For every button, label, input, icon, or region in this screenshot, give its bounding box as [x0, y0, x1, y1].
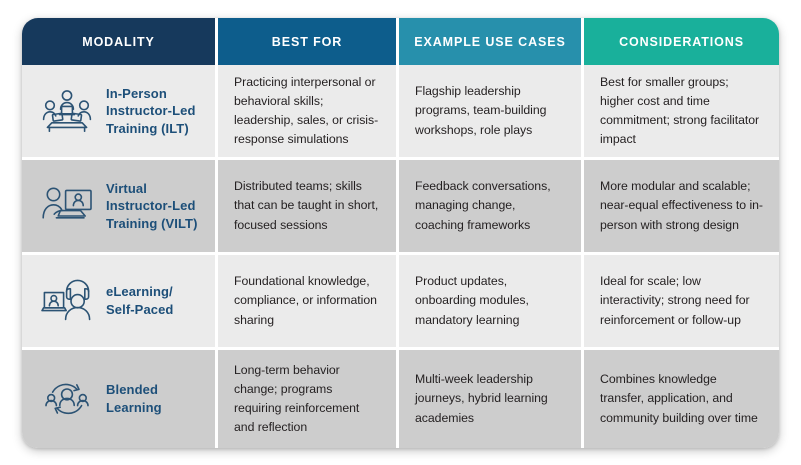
cell-text: Multi-week leadership journeys, hybrid l… [415, 372, 548, 425]
cell-text: Feedback conversations, managing change,… [415, 179, 551, 232]
cell-text: Long-term behavior change; programs requ… [234, 362, 360, 435]
table-cell-example-use-cases: Feedback conversations, managing change,… [399, 160, 584, 255]
column-header-modality: MODALITY [22, 18, 218, 65]
table-cell-example-use-cases: Flagship leadership programs, team-build… [399, 65, 584, 160]
column-header-considerations: CONSIDERATIONS [584, 18, 779, 65]
cell-text: Flagship leadership programs, team-build… [415, 84, 547, 137]
modality-label: Blended Learning [106, 382, 162, 415]
person-at-monitor-icon [38, 181, 96, 231]
cell-text: Distributed teams; skills that can be ta… [234, 179, 379, 232]
table-cell-best-for: Foundational knowledge, compliance, or i… [218, 255, 399, 350]
column-header-label: EXAMPLE USE CASES [414, 34, 566, 49]
people-around-table-icon [38, 86, 96, 136]
column-header-label: CONSIDERATIONS [619, 34, 744, 49]
cell-text: Ideal for scale; low interactivity; stro… [600, 274, 750, 327]
table-cell-considerations: More modular and scalable; near-equal ef… [584, 160, 779, 255]
cell-text: Best for smaller groups; higher cost and… [600, 74, 760, 147]
table-cell-best-for: Long-term behavior change; programs requ… [218, 350, 399, 448]
people-cycle-arrows-icon [38, 374, 96, 424]
column-header-label: BEST FOR [271, 34, 343, 49]
table-row: eLearning/ Self-Paced [22, 255, 218, 350]
table-cell-best-for: Practicing interpersonal or behavioral s… [218, 65, 399, 160]
table-cell-best-for: Distributed teams; skills that can be ta… [218, 160, 399, 255]
modality-label: eLearning/ Self-Paced [106, 284, 174, 317]
table-cell-example-use-cases: Multi-week leadership journeys, hybrid l… [399, 350, 584, 448]
modality-comparison-table: MODALITY BEST FOR EXAMPLE USE CASES CONS… [22, 18, 779, 448]
table-cell-example-use-cases: Product updates, onboarding modules, man… [399, 255, 584, 350]
cell-text: More modular and scalable; near-equal ef… [600, 179, 763, 232]
table-grid: MODALITY BEST FOR EXAMPLE USE CASES CONS… [22, 18, 779, 448]
cell-text: Combines knowledge transfer, application… [600, 372, 758, 425]
table-cell-considerations: Combines knowledge transfer, application… [584, 350, 779, 448]
column-header-example-use-cases: EXAMPLE USE CASES [399, 18, 584, 65]
table-row: Virtual Instructor-Led Training (VILT) [22, 160, 218, 255]
table-cell-considerations: Ideal for scale; low interactivity; stro… [584, 255, 779, 350]
table-row: Blended Learning [22, 350, 218, 448]
laptop-headset-learner-icon [38, 276, 96, 326]
table-row: In-Person Instructor-Led Training (ILT) [22, 65, 218, 160]
cell-text: Practicing interpersonal or behavioral s… [234, 74, 379, 147]
column-header-label: MODALITY [82, 34, 155, 49]
cell-text: Product updates, onboarding modules, man… [415, 274, 529, 327]
cell-text: Foundational knowledge, compliance, or i… [234, 274, 377, 327]
modality-label: Virtual Instructor-Led Training (VILT) [106, 180, 198, 231]
column-header-best-for: BEST FOR [218, 18, 399, 65]
table-cell-considerations: Best for smaller groups; higher cost and… [584, 65, 779, 160]
modality-label: In-Person Instructor-Led Training (ILT) [106, 85, 196, 136]
